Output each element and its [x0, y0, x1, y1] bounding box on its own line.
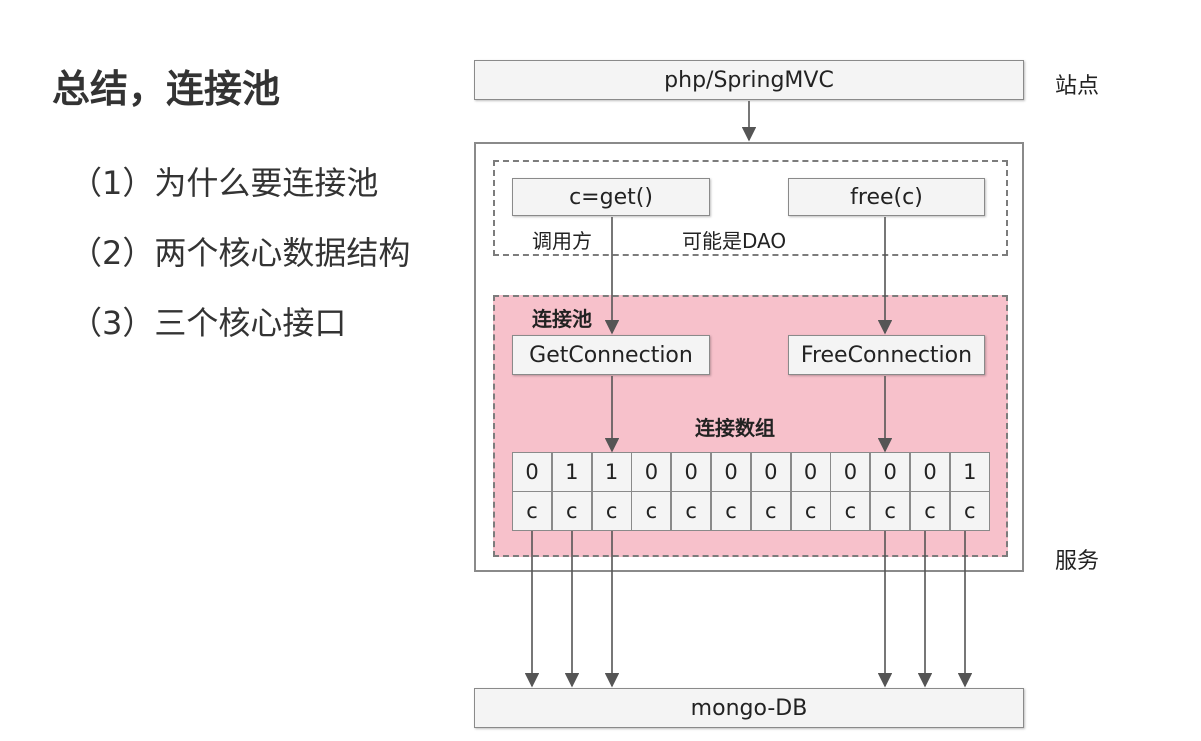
array-flag-cell: 0: [750, 452, 791, 492]
array-flag-cell: 0: [830, 452, 871, 492]
array-flag-cell: 0: [711, 452, 751, 492]
array-conn-cell: c: [870, 491, 911, 531]
array-conn-cell: c: [910, 491, 950, 531]
array-flag-cell: 0: [910, 452, 950, 492]
array-conn-cell: c: [830, 491, 871, 531]
site-label: 站点: [1055, 74, 1100, 99]
array-flag-cell: 1: [591, 452, 632, 492]
caller-label: 调用方: [532, 229, 592, 253]
point-2: （2）两个核心数据结构: [70, 234, 411, 272]
caller-region: [493, 160, 1008, 256]
free-connection-box: FreeConnection: [788, 335, 985, 375]
page-title: 总结，连接池: [52, 67, 281, 111]
array-flag-cell: 0: [631, 452, 672, 492]
get-call-box: c=get(): [512, 178, 710, 216]
pool-label: 连接池: [532, 307, 592, 331]
array-conn-cell: c: [750, 491, 791, 531]
array-conn-cell: c: [512, 491, 552, 531]
array-conn-cell: c: [711, 491, 751, 531]
array-flag-cell: 1: [551, 452, 592, 492]
get-connection-box: GetConnection: [512, 335, 710, 375]
point-1: （1）为什么要连接池: [70, 164, 379, 202]
site-box: php/SpringMVC: [474, 60, 1024, 100]
array-conn-cell: c: [671, 491, 712, 531]
array-conn-cell: c: [631, 491, 672, 531]
dao-label: 可能是DAO: [682, 229, 787, 253]
db-box: mongo-DB: [474, 688, 1024, 728]
service-label: 服务: [1055, 549, 1100, 574]
array-conn-cell: c: [790, 491, 831, 531]
free-call-box: free(c): [788, 178, 985, 216]
array-conn-cell: c: [591, 491, 632, 531]
array-conn-cell: c: [949, 491, 990, 531]
array-conn-cell: c: [551, 491, 592, 531]
array-flag-cell: 0: [512, 452, 552, 492]
point-3: （3）三个核心接口: [70, 304, 347, 342]
array-label: 连接数组: [695, 416, 775, 440]
array-flag-cell: 1: [949, 452, 990, 492]
